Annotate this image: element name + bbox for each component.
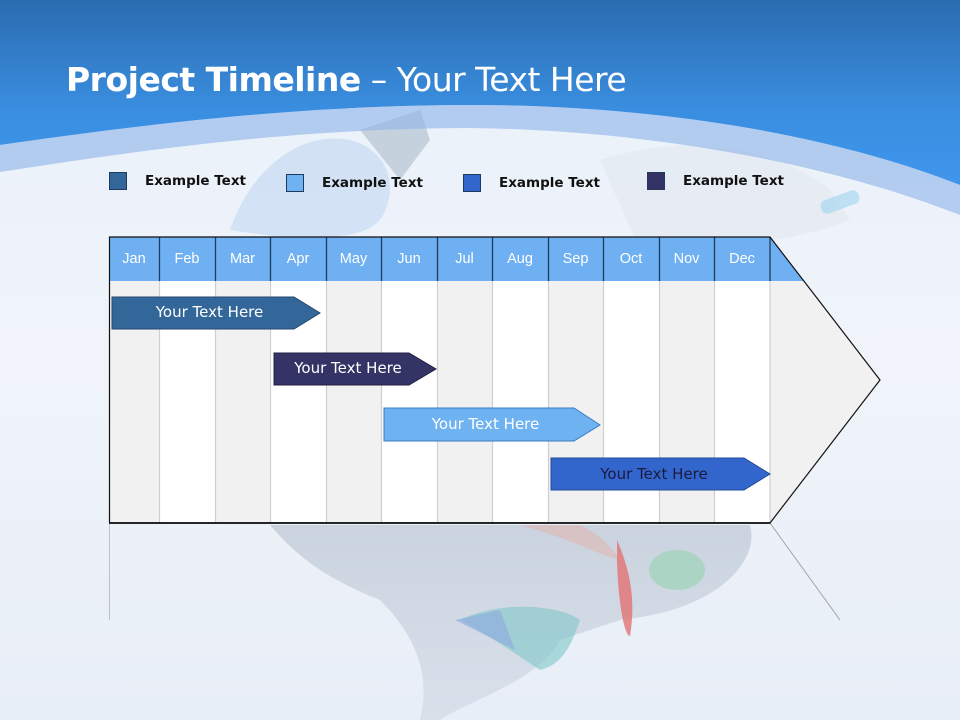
title-rest: – Your Text Here xyxy=(360,60,627,99)
legend-swatch xyxy=(286,174,304,192)
legend-swatch xyxy=(109,172,127,190)
timeline-bar-1 xyxy=(111,296,321,330)
month-label-may: May xyxy=(339,251,368,267)
legend-swatch xyxy=(647,172,665,190)
title-bold: Project Timeline xyxy=(66,60,361,99)
month-label-mar: Mar xyxy=(230,251,255,267)
timeline-bar-label: Your Text Here xyxy=(294,359,402,377)
month-label-dec: Dec xyxy=(729,251,755,267)
month-label-apr: Apr xyxy=(286,251,310,267)
legend-label: Example Text xyxy=(322,175,423,191)
month-label-oct: Oct xyxy=(619,251,643,267)
timeline-bar-label: Your Text Here xyxy=(155,303,264,321)
timeline-bar-4 xyxy=(550,457,771,491)
legend-label: Example Text xyxy=(499,175,600,191)
month-label-aug: Aug xyxy=(507,251,533,267)
slide-title: Project Timeline – Your Text Here xyxy=(66,60,627,99)
month-label-jul: Jul xyxy=(455,251,474,267)
legend-label: Example Text xyxy=(683,173,784,189)
timeline-bar-3 xyxy=(383,407,601,442)
month-label-nov: Nov xyxy=(673,251,700,267)
legend-item: Example Text xyxy=(647,170,784,192)
legend-label: Example Text xyxy=(145,173,246,189)
month-label-feb: Feb xyxy=(174,251,200,267)
legend-item: Example Text xyxy=(463,172,600,194)
month-label-sep: Sep xyxy=(562,251,589,267)
month-label-jun: Jun xyxy=(397,251,421,267)
legend-item: Example Text xyxy=(286,172,423,194)
timeline-bar-label: Your Text Here xyxy=(600,465,708,483)
timeline-bar-label: Your Text Here xyxy=(431,415,540,433)
month-label-jan: Jan xyxy=(122,251,146,267)
header-band xyxy=(0,0,960,215)
legend-swatch xyxy=(463,174,481,192)
timeline-bar-2 xyxy=(273,352,437,386)
legend-item: Example Text xyxy=(109,170,246,192)
